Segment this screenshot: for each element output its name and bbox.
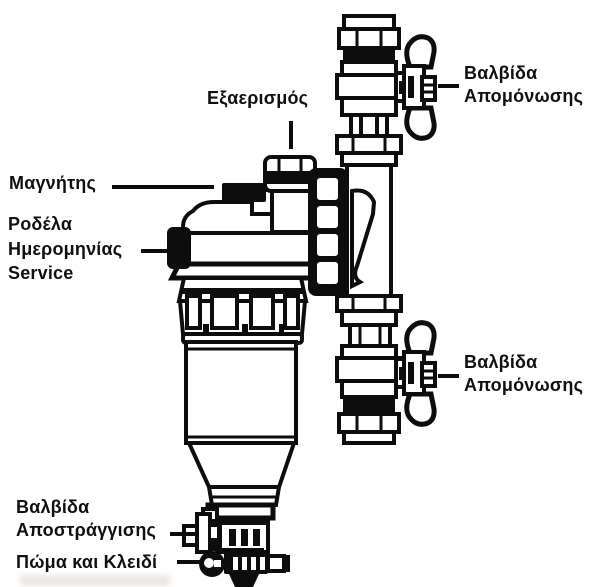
collar-nut: [308, 168, 348, 296]
label-magnet: Μαγνήτης: [9, 173, 97, 193]
label-isolation-valve-bottom: Βαλβίδα Απομόνωσης: [464, 352, 584, 395]
bowl-crown-nut: [176, 276, 309, 345]
isolation-valve-handle-top: [394, 34, 437, 141]
label-drain-valve: Βαλβίδα Αποστράγγισης: [16, 497, 157, 540]
isolation-valve-handle-bottom: [396, 323, 435, 425]
label-cap-and-key: Πώμα και Κλειδί: [16, 552, 158, 572]
cap-and-key-part: [199, 551, 290, 587]
internal-cone: [350, 188, 377, 290]
label-air-vent: Εξαερισμός: [207, 88, 309, 108]
drain-valve-part: [182, 507, 222, 554]
label-isolation-valve-top: Βαλβίδα Απομόνωσης: [464, 63, 584, 106]
filter-bowl: [184, 340, 298, 554]
ghost-text-smudge: [20, 575, 170, 586]
service-date-washer-part: [167, 227, 191, 269]
leader-lines: [112, 84, 459, 564]
magnet-part: [222, 183, 266, 202]
label-service-date-washer: Ροδέλα Ημερομηνίας Service: [8, 214, 123, 283]
